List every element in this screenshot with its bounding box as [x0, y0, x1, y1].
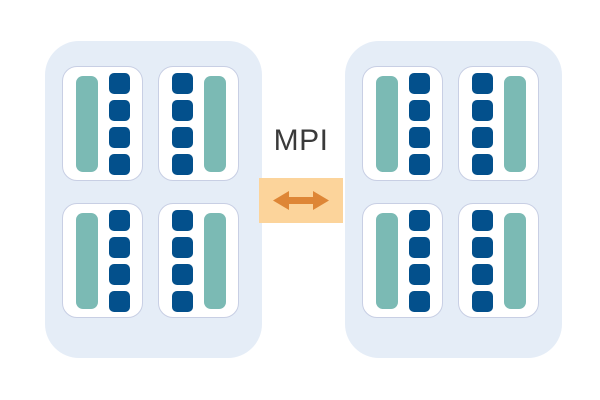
socket-card-right-3	[362, 203, 443, 318]
socket-card-right-4	[458, 203, 539, 318]
memory-bar-icon	[375, 75, 398, 172]
core-icon	[171, 72, 193, 94]
core-icon	[408, 209, 430, 231]
socket-card-left-1	[62, 66, 143, 181]
card-grid-left	[62, 66, 245, 333]
interconnect-label: MPI	[273, 124, 329, 157]
core-icon	[171, 236, 193, 258]
core-icon	[171, 209, 193, 231]
memory-bar-icon	[503, 212, 526, 309]
core-icon	[471, 72, 493, 94]
memory-bar-icon	[203, 75, 226, 172]
core-icon	[408, 126, 430, 148]
core-icon	[171, 126, 193, 148]
core-icon	[408, 72, 430, 94]
core-column	[408, 209, 430, 312]
core-column	[471, 72, 493, 175]
core-icon	[108, 236, 130, 258]
node-panel-right	[345, 41, 562, 358]
core-icon	[471, 153, 493, 175]
socket-card-right-1	[362, 66, 443, 181]
core-column	[408, 72, 430, 175]
double-headed-horizontal-arrow-icon	[273, 191, 329, 210]
core-icon	[108, 153, 130, 175]
core-icon	[171, 153, 193, 175]
memory-bar-icon	[203, 212, 226, 309]
socket-card-left-2	[158, 66, 239, 181]
core-icon	[108, 99, 130, 121]
core-icon	[471, 236, 493, 258]
core-icon	[108, 263, 130, 285]
core-icon	[408, 236, 430, 258]
core-icon	[471, 126, 493, 148]
core-icon	[408, 263, 430, 285]
core-icon	[471, 99, 493, 121]
core-icon	[171, 99, 193, 121]
core-icon	[171, 263, 193, 285]
node-panel-left	[45, 41, 262, 358]
memory-bar-icon	[75, 212, 98, 309]
core-icon	[108, 126, 130, 148]
core-column	[108, 209, 130, 312]
core-icon	[408, 290, 430, 312]
core-icon	[408, 153, 430, 175]
core-icon	[471, 290, 493, 312]
core-icon	[471, 263, 493, 285]
core-icon	[108, 209, 130, 231]
core-icon	[408, 99, 430, 121]
memory-bar-icon	[75, 75, 98, 172]
core-column	[171, 72, 193, 175]
core-column	[108, 72, 130, 175]
socket-card-left-3	[62, 203, 143, 318]
card-grid-right	[362, 66, 545, 333]
memory-bar-icon	[375, 212, 398, 309]
core-icon	[171, 290, 193, 312]
interconnect-link-box	[259, 178, 343, 223]
socket-card-left-4	[158, 203, 239, 318]
core-column	[171, 209, 193, 312]
core-column	[471, 209, 493, 312]
socket-card-right-2	[458, 66, 539, 181]
core-icon	[108, 72, 130, 94]
memory-bar-icon	[503, 75, 526, 172]
core-icon	[108, 290, 130, 312]
interconnect: MPI	[259, 124, 343, 224]
core-icon	[471, 209, 493, 231]
